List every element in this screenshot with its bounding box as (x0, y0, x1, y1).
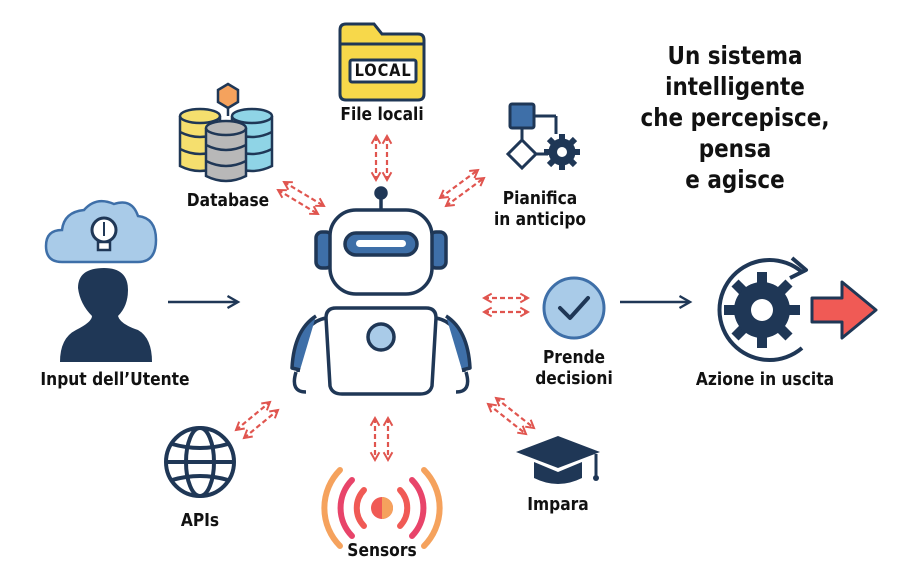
plan-label-line1: Pianifica (502, 188, 578, 209)
plan-label-line2: in anticipo (493, 209, 587, 230)
apis-arrow-a (234, 400, 272, 432)
robot-icon (290, 186, 472, 396)
tagline: Un sistema intelligente che percepisce, … (628, 40, 843, 195)
tagline-line-2: intelligente (665, 72, 805, 101)
gear-arrow-icon (717, 256, 878, 362)
learn-arrow-a (486, 402, 528, 436)
files-label: File locali (340, 104, 424, 125)
plan-arrow-b (438, 168, 480, 200)
database-icon (178, 82, 274, 183)
database-arrow-a (276, 188, 320, 216)
input-label: Input dell’Utente (40, 369, 190, 390)
apis-arrow-b (242, 408, 280, 440)
tagline-line-3: che percepisce, (640, 103, 830, 132)
graduation-cap-icon (516, 436, 600, 484)
decide-label-line1: Prende (542, 347, 606, 368)
database-label: Database (186, 190, 270, 211)
learn-arrow-b (494, 396, 536, 430)
decide-label-line2: decisioni (535, 368, 613, 389)
arrows (168, 134, 693, 462)
apis-label: APIs (180, 510, 220, 531)
folder-text: LOCAL (354, 61, 412, 81)
folder-icon (338, 22, 426, 102)
tagline-line-4: pensa (698, 134, 772, 163)
user-lightbulb-icon (44, 199, 158, 362)
tagline-line-1: Un sistema (667, 41, 803, 70)
flowchart-gear-icon (505, 102, 580, 171)
sensor-waves-icon (321, 467, 443, 549)
sensors-label: Sensors (347, 540, 417, 561)
learn-label: Impara (527, 494, 589, 515)
checkmark-icon (542, 276, 606, 340)
globe-icon (164, 426, 236, 498)
output-label: Azione in uscita (695, 369, 835, 390)
plan-arrow-a (444, 176, 486, 208)
database-arrow-b (282, 180, 326, 208)
tagline-line-5: e agisce (685, 165, 785, 194)
